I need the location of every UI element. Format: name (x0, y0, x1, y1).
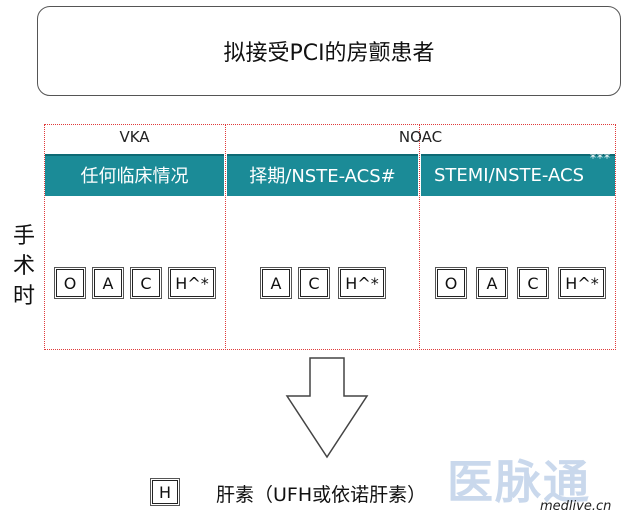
drug-box-a: A (476, 267, 508, 299)
side-label-char: 术 (12, 254, 35, 279)
legend-box-h: H (150, 478, 180, 506)
grid-divider-1 (225, 124, 226, 350)
column-label-elective: 择期/NSTE-ACS# (249, 166, 396, 187)
side-label: 手 术 时 (8, 222, 40, 312)
column-label-any-condition: 任何临床情况 (80, 166, 189, 187)
drug-box-o: O (435, 267, 467, 299)
title-text: 拟接受PCI的房颤患者 (223, 41, 435, 66)
watermark-logo: 医脉通 (447, 455, 591, 509)
side-label-char: 手 (12, 224, 35, 249)
group-label-vka: VKA (119, 128, 150, 146)
column-header-stemi (421, 154, 615, 196)
drug-box-a: A (92, 267, 124, 299)
legend-text: 肝素（UFH或依诺肝素） (216, 484, 427, 506)
drug-box-c: C (130, 267, 162, 299)
drug-box-h: H^* (558, 267, 606, 299)
drug-box-a: A (260, 267, 292, 299)
drug-box-o: O (54, 267, 86, 299)
drug-box-c: C (298, 267, 330, 299)
drug-box-h: H^* (168, 267, 216, 299)
column-label-stemi: STEMI/NSTE-ACS (433, 164, 585, 186)
grid-divider-2 (419, 124, 420, 350)
side-label-char: 时 (12, 284, 35, 309)
treatment-grid (44, 124, 616, 350)
drug-box-h: H^* (338, 267, 386, 299)
group-label-noac: NOAC (398, 128, 443, 146)
drug-box-c: C (517, 267, 549, 299)
down-arrow-icon (285, 357, 369, 459)
column-header-elective (227, 154, 418, 196)
column-label-stemi-superscript: *** (590, 151, 611, 165)
column-header-any-condition (45, 154, 224, 196)
watermark-url: medlive.cn (540, 499, 612, 514)
title-box: 拟接受PCI的房颤患者 (37, 6, 621, 96)
